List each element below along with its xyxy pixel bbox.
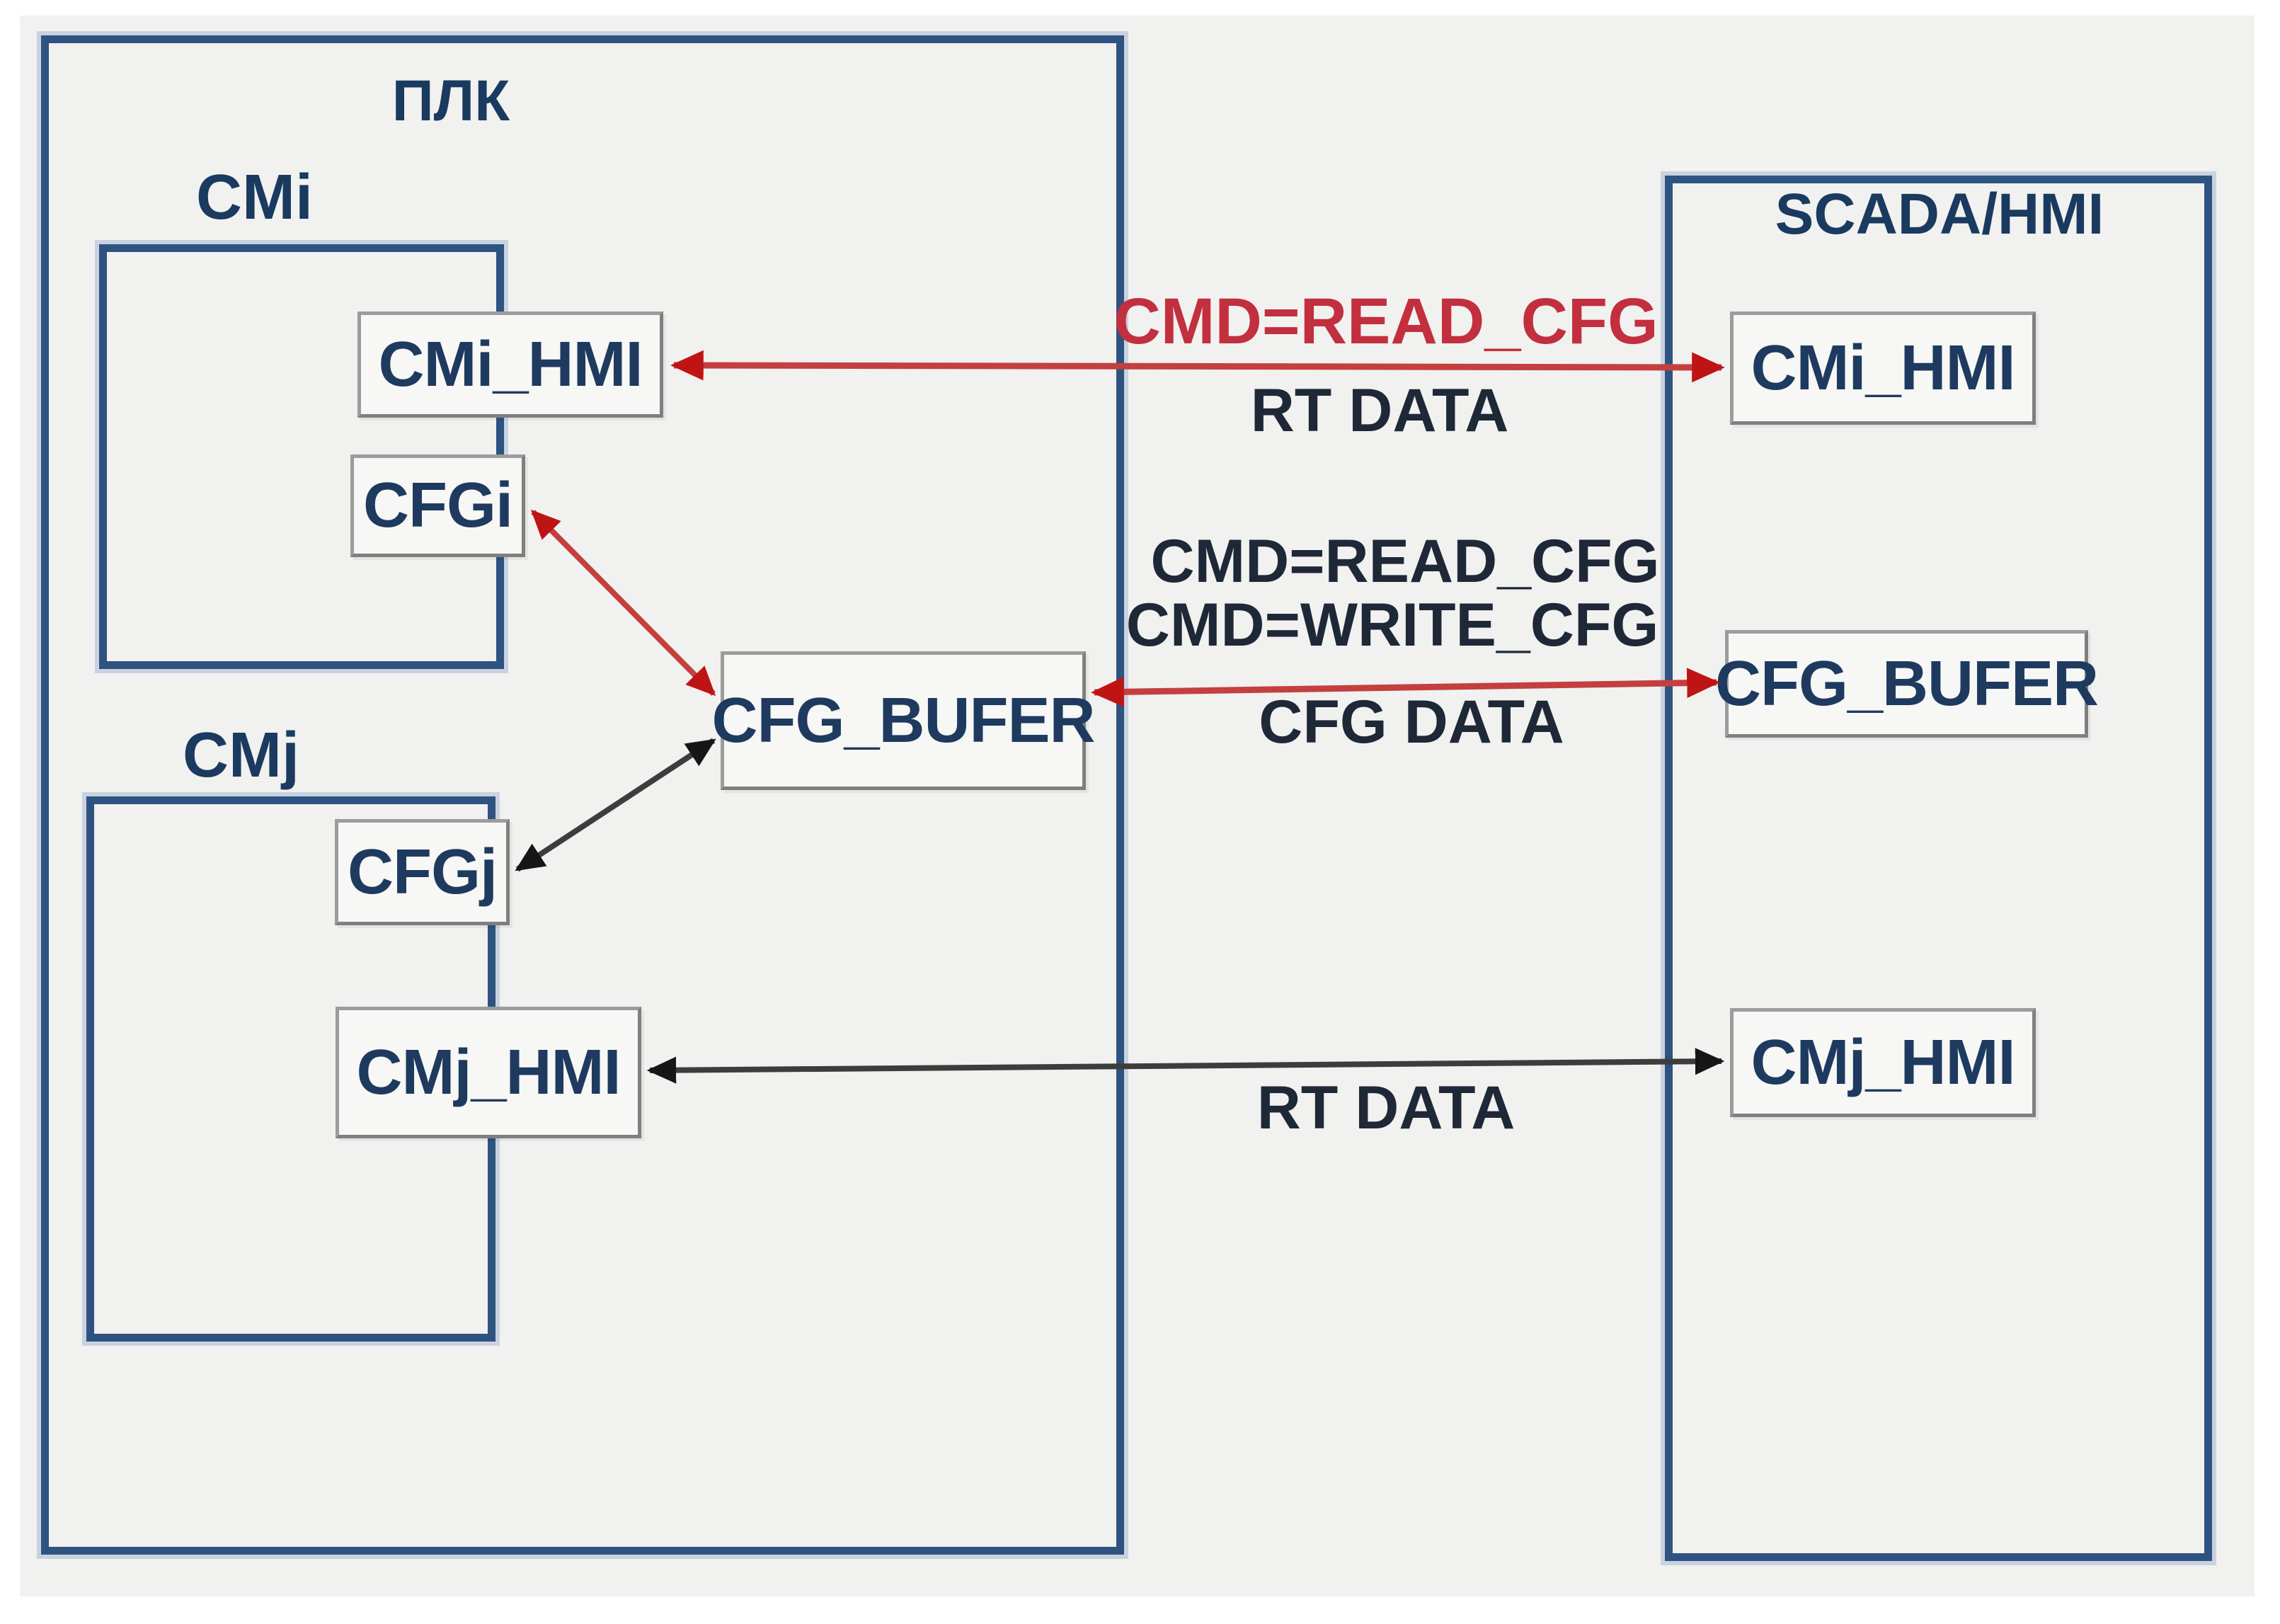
node-cfg-bufer-plc: CFG_BUFER bbox=[711, 651, 1096, 790]
page-background bbox=[20, 16, 2255, 1596]
plc-container-box bbox=[41, 35, 1124, 1555]
cmi-title: CMi bbox=[196, 162, 313, 233]
label-rt-data-bottom: RT DATA bbox=[1256, 1074, 1516, 1142]
node-cfgi: CFGi bbox=[350, 454, 525, 557]
edge-cmi-hmi-read-cfg bbox=[670, 350, 1725, 383]
label-cmd-write-cfg-mid: CMD=WRITE_CFG bbox=[1125, 591, 1659, 659]
node-cmi-hmi-scada: CMi_HMI bbox=[1730, 311, 2036, 425]
label-cmd-read-cfg-mid: CMD=READ_CFG bbox=[1150, 527, 1660, 595]
label-cfg-data: CFG DATA bbox=[1259, 688, 1564, 756]
node-cmj-hmi-scada: CMj_HMI bbox=[1730, 1008, 2036, 1117]
scada-title: SCADA/HMI bbox=[1775, 182, 2104, 246]
scada-container-box bbox=[1665, 176, 2212, 1561]
node-cmi-hmi-plc: CMi_HMI bbox=[357, 311, 663, 418]
node-cfg-bufer-scada: CFG_BUFER bbox=[1715, 630, 2099, 738]
label-rt-data-top: RT DATA bbox=[1250, 377, 1509, 445]
cmj-title: CMj bbox=[183, 720, 299, 791]
node-cfgj: CFGj bbox=[335, 819, 510, 925]
plc-title: ПЛК bbox=[391, 69, 510, 133]
edge-cfg-bufer-read-write bbox=[1091, 668, 1720, 707]
edge-cfgj-cfg-bufer bbox=[515, 738, 716, 872]
edge-cmj-hmi-rt-data bbox=[646, 1048, 1725, 1084]
node-cmj-hmi-plc: CMj_HMI bbox=[336, 1007, 641, 1138]
label-cmd-read-cfg-top: CMD=READ_CFG bbox=[1113, 285, 1659, 358]
edge-cfgi-cfg-bufer bbox=[530, 509, 716, 697]
